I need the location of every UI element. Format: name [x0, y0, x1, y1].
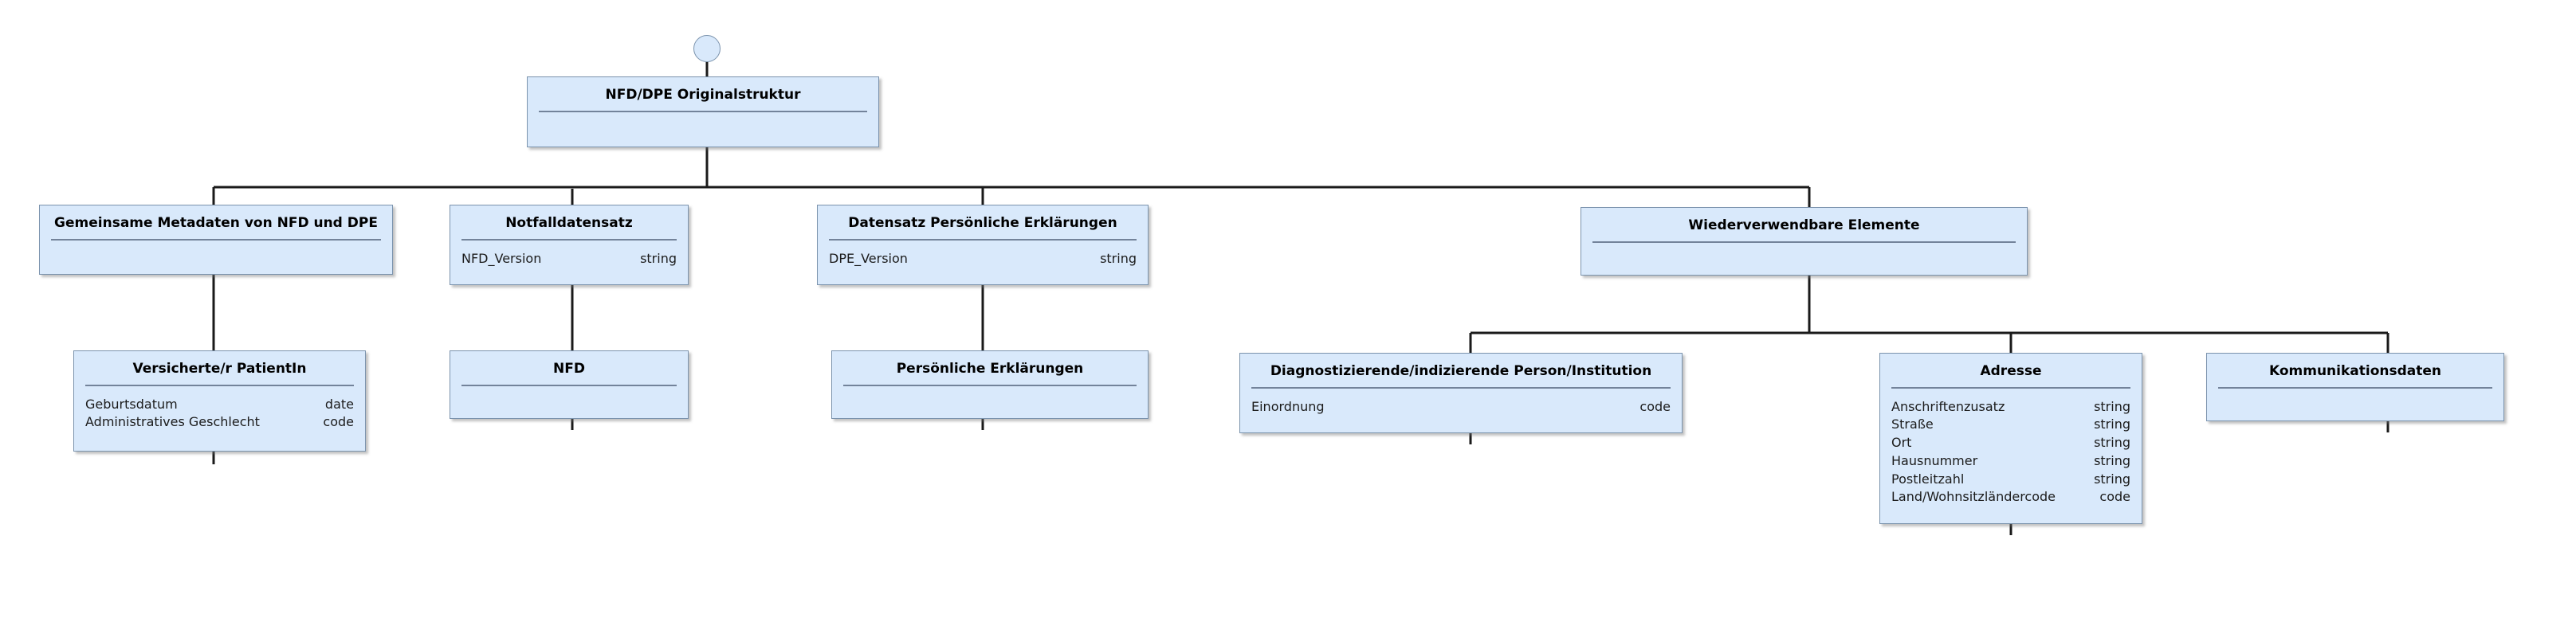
uml-attribute-type: string — [640, 250, 677, 266]
uml-attribute-name: Geburtsdatum — [85, 396, 178, 412]
uml-class-title: Diagnostizierende/indizierende Person/In… — [1270, 363, 1652, 379]
uml-class-title: Versicherte/r PatientIn — [132, 361, 307, 377]
uml-class-diagnostizierende-indizierende-person-institution[interactable]: Diagnostizierende/indizierende Person/In… — [1239, 353, 1683, 433]
uml-attribute-name: Hausnummer — [1891, 452, 1978, 468]
uml-class-nfd[interactable]: NFD — [450, 350, 689, 419]
uml-attribute-list — [1581, 243, 2027, 260]
uml-class-title: Adresse — [1980, 363, 2042, 379]
uml-class-nfd-dpe-originalstruktur[interactable]: NFD/DPE Originalstruktur — [527, 76, 879, 147]
uml-attribute-name: Einordnung — [1251, 398, 1325, 414]
uml-attribute-type: code — [2099, 489, 2130, 505]
uml-attribute-row: Ort string — [1891, 434, 2130, 452]
uml-attribute-list — [2207, 389, 2503, 406]
uml-attribute-type: string — [2094, 435, 2130, 451]
uml-attribute-list: NFD_Version string — [450, 241, 688, 276]
uml-attribute-row: Land/Wohnsitzländercode code — [1891, 488, 2130, 507]
uml-attribute-row: Postleitzahl string — [1891, 471, 2130, 489]
uml-attribute-row: Einordnung code — [1251, 398, 1671, 417]
uml-attribute-name: Postleitzahl — [1891, 471, 1965, 487]
uml-attribute-list — [40, 241, 392, 258]
uml-attribute-list — [832, 386, 1148, 404]
uml-attribute-row: Administratives Geschlecht code — [85, 413, 354, 432]
uml-title-divider — [829, 238, 1137, 241]
uml-title-divider — [1592, 241, 2016, 243]
uml-class-title: Kommunikationsdaten — [2268, 363, 2442, 379]
uml-attribute-list — [450, 386, 688, 404]
uml-attribute-row: Hausnummer string — [1891, 452, 2130, 471]
uml-attribute-type: string — [2094, 398, 2130, 414]
uml-class-kommunikationsdaten[interactable]: Kommunikationsdaten — [2206, 353, 2504, 421]
uml-attribute-row: Geburtsdatum date — [85, 396, 354, 414]
uml-title-divider — [461, 238, 677, 241]
uml-attribute-type: string — [2094, 417, 2130, 432]
uml-class-title: Wiederverwendbare Elemente — [1688, 217, 1920, 233]
uml-class-gemeinsame-metadaten[interactable]: Gemeinsame Metadaten von NFD und DPE — [39, 205, 393, 275]
uml-attribute-row: NFD_Version string — [461, 250, 677, 268]
uml-class-wiederverwendbare-elemente[interactable]: Wiederverwendbare Elemente — [1581, 207, 2028, 276]
uml-class-title: Persönliche Erklärungen — [896, 361, 1084, 377]
uml-attribute-list: DPE_Version string — [818, 241, 1148, 276]
uml-title-divider — [539, 110, 867, 112]
uml-class-title: Datensatz Persönliche Erklärungen — [848, 215, 1117, 231]
uml-attribute-name: Straße — [1891, 417, 1934, 432]
uml-attribute-row: DPE_Version string — [829, 250, 1137, 268]
uml-attribute-name: NFD_Version — [461, 250, 542, 266]
uml-attribute-type: string — [1100, 250, 1137, 266]
uml-class-title: Notfalldatensatz — [505, 215, 633, 231]
root-circle-marker — [693, 35, 721, 62]
uml-title-divider — [461, 384, 677, 386]
uml-title-divider — [1251, 386, 1671, 389]
uml-attribute-row: Anschriftenzusatz string — [1891, 398, 2130, 417]
uml-attribute-name: Administratives Geschlecht — [85, 414, 260, 430]
uml-class-title: Gemeinsame Metadaten von NFD und DPE — [54, 215, 378, 231]
uml-attribute-name: Land/Wohnsitzländercode — [1891, 489, 2056, 505]
uml-attribute-type: string — [2094, 471, 2130, 487]
uml-title-divider — [85, 384, 354, 386]
uml-attribute-type: code — [323, 414, 354, 430]
uml-title-divider — [51, 238, 381, 241]
uml-attribute-name: Anschriftenzusatz — [1891, 398, 2005, 414]
uml-attribute-type: code — [1639, 398, 1671, 414]
uml-title-divider — [2218, 386, 2492, 389]
uml-class-persoenliche-erklaerungen[interactable]: Persönliche Erklärungen — [831, 350, 1149, 419]
uml-attribute-type: string — [2094, 452, 2130, 468]
uml-title-divider — [843, 384, 1137, 386]
uml-class-title: NFD — [553, 361, 585, 377]
uml-attribute-name: Ort — [1891, 435, 1912, 451]
uml-class-title: NFD/DPE Originalstruktur — [605, 87, 801, 103]
uml-title-divider — [1891, 386, 2130, 389]
uml-attribute-name: DPE_Version — [829, 250, 908, 266]
uml-attribute-row: Straße string — [1891, 416, 2130, 434]
uml-attribute-type: date — [324, 396, 354, 412]
uml-attribute-list — [528, 112, 878, 130]
uml-attribute-list: Einordnung code — [1240, 389, 1682, 424]
